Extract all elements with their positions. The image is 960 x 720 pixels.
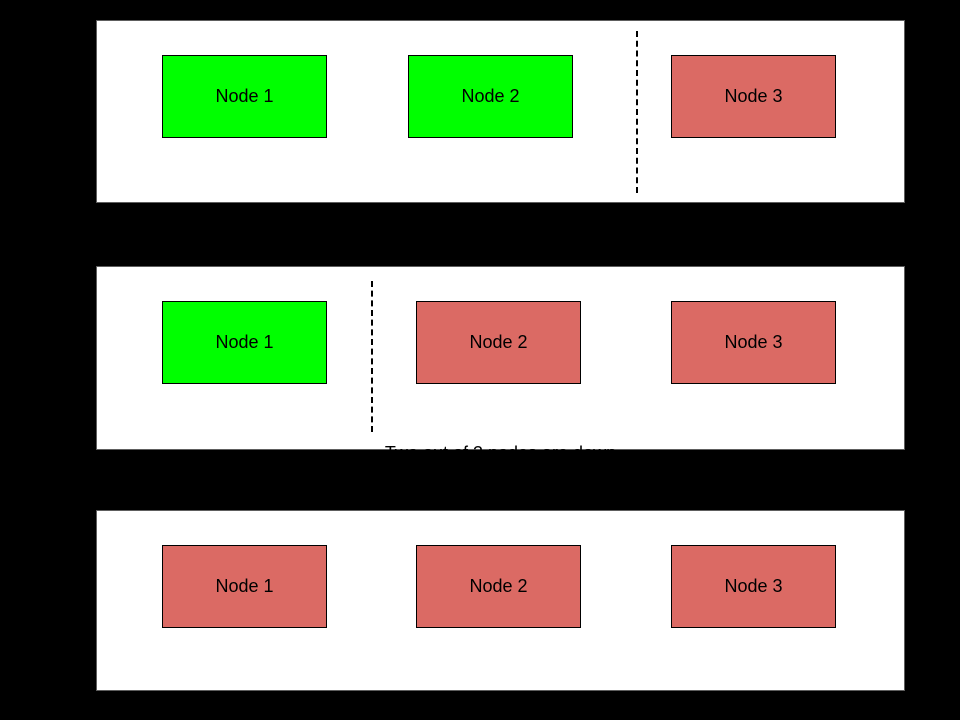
node-label: Node 2 xyxy=(469,332,528,352)
node-box-3: Node 3 xyxy=(671,55,836,138)
node-label: Node 1 xyxy=(215,86,274,106)
node-box-2: Node 2 xyxy=(416,545,581,628)
partition-divider xyxy=(371,281,373,432)
node-box-1: Node 1 xyxy=(162,301,327,384)
caption-line-1: All Nodes are down xyxy=(422,689,579,709)
node-label: Node 3 xyxy=(724,332,783,352)
scenario-panel-two-nodes-up: Node 1 Node 2 Node 3 Two out of 3 nodes … xyxy=(96,20,905,293)
node-box-3: Node 3 xyxy=(671,545,836,628)
node-box-2: Node 2 xyxy=(408,55,573,138)
scenario-panel-all-nodes-down: Node 1 Node 2 Node 3 All Nodes are down … xyxy=(96,510,905,709)
node-label: Node 3 xyxy=(724,576,783,596)
node-label: Node 1 xyxy=(215,576,274,596)
node-box-1: Node 1 xyxy=(162,55,327,138)
node-box-3: Node 3 xyxy=(671,301,836,384)
node-label: Node 3 xyxy=(724,86,783,106)
node-box-2: Node 2 xyxy=(416,301,581,384)
scenario-caption: All Nodes are down Majority Fails & Clus… xyxy=(97,642,904,720)
scenario-panel-two-nodes-down: Node 1 Node 2 Node 3 Two out of 3 nodes … xyxy=(96,266,905,532)
partition-divider xyxy=(636,31,638,193)
node-label: Node 1 xyxy=(215,332,274,352)
caption-line-1: Two out of 3 nodes are down xyxy=(384,443,617,463)
node-label: Node 2 xyxy=(469,576,528,596)
node-label: Node 2 xyxy=(461,86,520,106)
node-box-1: Node 1 xyxy=(162,545,327,628)
caption-line-1: Two out of 3 nodes are up xyxy=(396,204,605,224)
